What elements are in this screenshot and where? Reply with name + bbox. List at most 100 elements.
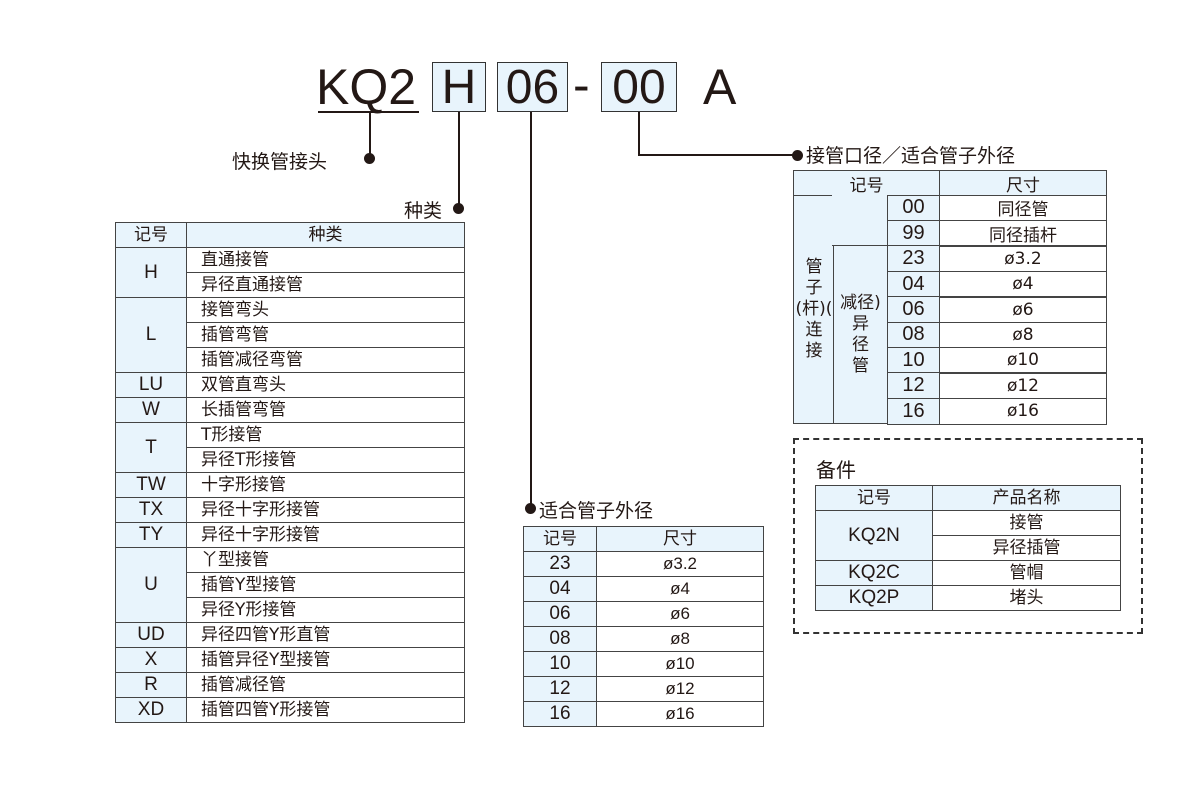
bullet-dot	[792, 150, 803, 161]
port-label: 接管口径／适合管子外径	[806, 145, 1016, 167]
group-char: 管	[805, 256, 823, 277]
port-size: 同径插杆	[939, 219, 1107, 247]
type-name: 插管异径Y型接管	[186, 647, 465, 673]
type-name: 异径十字形接管	[186, 522, 465, 548]
port-code: 10	[887, 346, 940, 374]
group-char: 径	[852, 334, 869, 355]
type-name: 插管减径弯管	[186, 347, 465, 373]
port-size: 同径管	[939, 194, 1107, 222]
header-type: 种类	[186, 222, 465, 248]
type-code: UD	[115, 622, 187, 648]
port-code: 99	[887, 219, 940, 247]
port-size: ø8	[939, 321, 1107, 349]
tube-size: ø12	[596, 676, 764, 702]
tube-code: 10	[523, 651, 597, 677]
type-code: H	[115, 247, 187, 298]
tube-code: 04	[523, 576, 597, 602]
spares-title: 备件	[816, 458, 856, 482]
type-name: 长插管弯管	[186, 397, 465, 423]
tube-size: ø6	[596, 601, 764, 627]
group-char: 子	[805, 277, 823, 298]
header-code: 记号	[523, 526, 597, 552]
table-row: 记号尺寸	[523, 526, 764, 552]
header-code: 记号	[793, 170, 940, 196]
group-char: 减径)	[840, 292, 881, 313]
type-code: W	[115, 397, 187, 423]
bullet-dot	[364, 153, 375, 164]
group-char: (杆)(	[795, 298, 833, 319]
prefix-label: 快换管接头	[232, 151, 328, 173]
type-name: 双管直弯头	[186, 372, 465, 398]
table-row: 异径插管	[816, 535, 1121, 561]
table-row: 记号种类	[115, 222, 465, 248]
group-char: 异	[852, 313, 869, 334]
code-tube-box: 06	[497, 61, 568, 114]
type-code: T	[115, 422, 187, 473]
port-size: ø12	[939, 372, 1107, 400]
type-name: 异径十字形接管	[186, 497, 465, 523]
tube-size: ø3.2	[596, 551, 764, 577]
port-code: 23	[887, 245, 940, 273]
table-row: 插管弯管	[116, 322, 465, 348]
type-code: XD	[115, 697, 187, 723]
group-tube-connection: 管子(杆)(连接	[793, 194, 834, 425]
header-code: 记号	[815, 485, 933, 511]
tube-code: 06	[523, 601, 597, 627]
table-row: 异径T形接管	[116, 447, 465, 473]
spare-code: KQ2P	[815, 585, 933, 611]
type-name: 丫型接管	[186, 547, 465, 573]
header-product: 产品名称	[932, 485, 1121, 511]
table-row: 异径直通接管	[116, 272, 465, 298]
type-code: TX	[115, 497, 187, 523]
tube-label: 适合管子外径	[539, 500, 654, 522]
type-code: L	[115, 297, 187, 373]
group-char: 连	[805, 319, 823, 340]
leader-line	[638, 112, 640, 156]
spare-name: 接管	[932, 510, 1121, 536]
spare-code: KQ2N	[815, 510, 933, 561]
tube-size: ø10	[596, 651, 764, 677]
port-size: ø6	[939, 296, 1107, 323]
leader-line	[369, 112, 371, 158]
type-code: U	[115, 547, 187, 623]
tube-size: ø4	[596, 576, 764, 602]
type-code: R	[115, 672, 187, 698]
type-name: 插管四管Y形接管	[186, 697, 465, 723]
type-label: 种类	[404, 200, 443, 222]
tube-code: 23	[523, 551, 597, 577]
tube-code: 12	[523, 676, 597, 702]
type-name: 异径Y形接管	[186, 597, 465, 623]
type-name: 异径四管Y形直管	[186, 622, 465, 648]
code-type-box: H	[432, 61, 486, 114]
tube-code: 16	[523, 701, 597, 727]
header-code: 记号	[115, 222, 187, 248]
code-separator: -	[573, 57, 590, 113]
bullet-dot	[453, 203, 464, 214]
table-row: 记号产品名称	[815, 485, 1121, 511]
type-name: 接管弯头	[186, 297, 465, 323]
type-name: 插管Y型接管	[186, 572, 465, 598]
code-port-box: 00	[601, 61, 677, 114]
header-size: 尺寸	[939, 170, 1107, 196]
table-row: 异径Y形接管	[116, 597, 465, 623]
spares-box	[793, 438, 1143, 634]
port-code: 12	[887, 372, 940, 400]
